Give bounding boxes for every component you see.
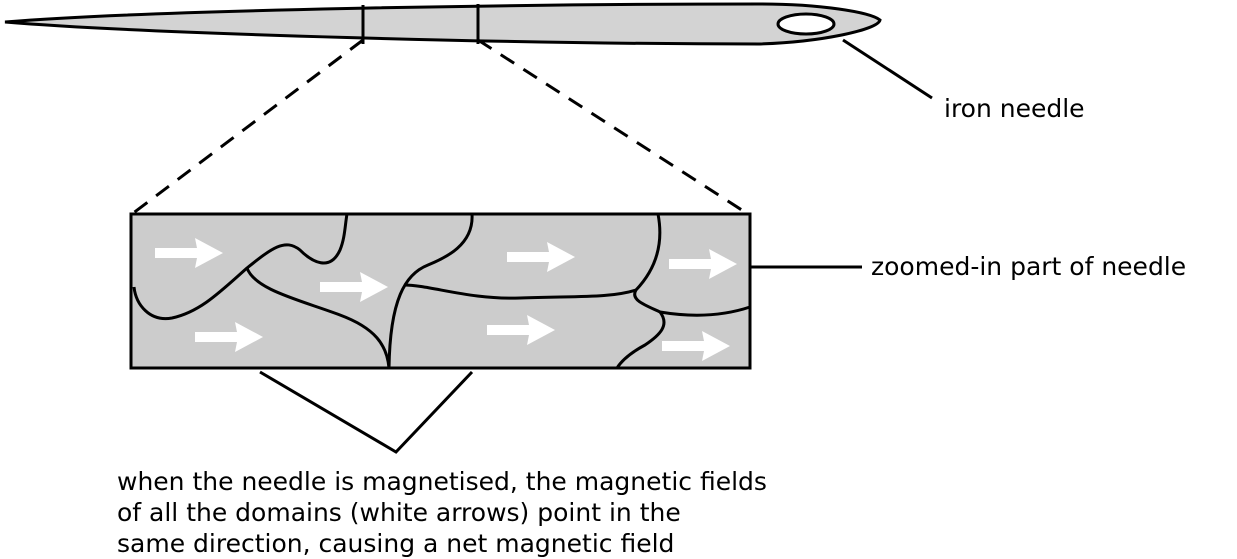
domain-arrow	[195, 322, 263, 352]
domain-wall	[403, 283, 637, 300]
domain-arrow	[507, 242, 575, 272]
caption-line: when the needle is magnetised, the magne…	[117, 467, 767, 496]
zoom-line-left	[131, 38, 364, 216]
caption-line: of all the domains (white arrows) point …	[117, 498, 681, 527]
zoomed-part-label: zoomed-in part of needle	[871, 252, 1187, 281]
zoom-line-right	[477, 38, 749, 216]
needle-leader-line	[842, 38, 933, 100]
zoomed-box	[129, 212, 752, 370]
domain-walls	[132, 213, 751, 369]
domain-wall	[659, 305, 751, 317]
caption-line: same direction, causing a net magnetic f…	[117, 529, 675, 558]
needle-body	[4, 2, 882, 46]
domain-wall	[245, 267, 391, 369]
domain-arrow	[662, 331, 730, 361]
domain-arrows	[155, 238, 737, 361]
domain-arrow	[155, 238, 223, 268]
domain-arrow	[487, 315, 555, 345]
zoomed-box-border	[129, 212, 752, 370]
domain-wall	[615, 213, 666, 369]
domain-arrow	[320, 272, 388, 302]
domain-wall	[387, 213, 474, 369]
domain-arrow	[669, 249, 737, 279]
iron-needle	[4, 2, 882, 46]
iron-needle-label: iron needle	[944, 94, 1085, 123]
caption: when the needle is magnetised, the magne…	[117, 466, 767, 559]
domain-wall	[132, 213, 349, 321]
needle-eye	[776, 12, 836, 36]
caption-leader-lines	[259, 370, 474, 454]
